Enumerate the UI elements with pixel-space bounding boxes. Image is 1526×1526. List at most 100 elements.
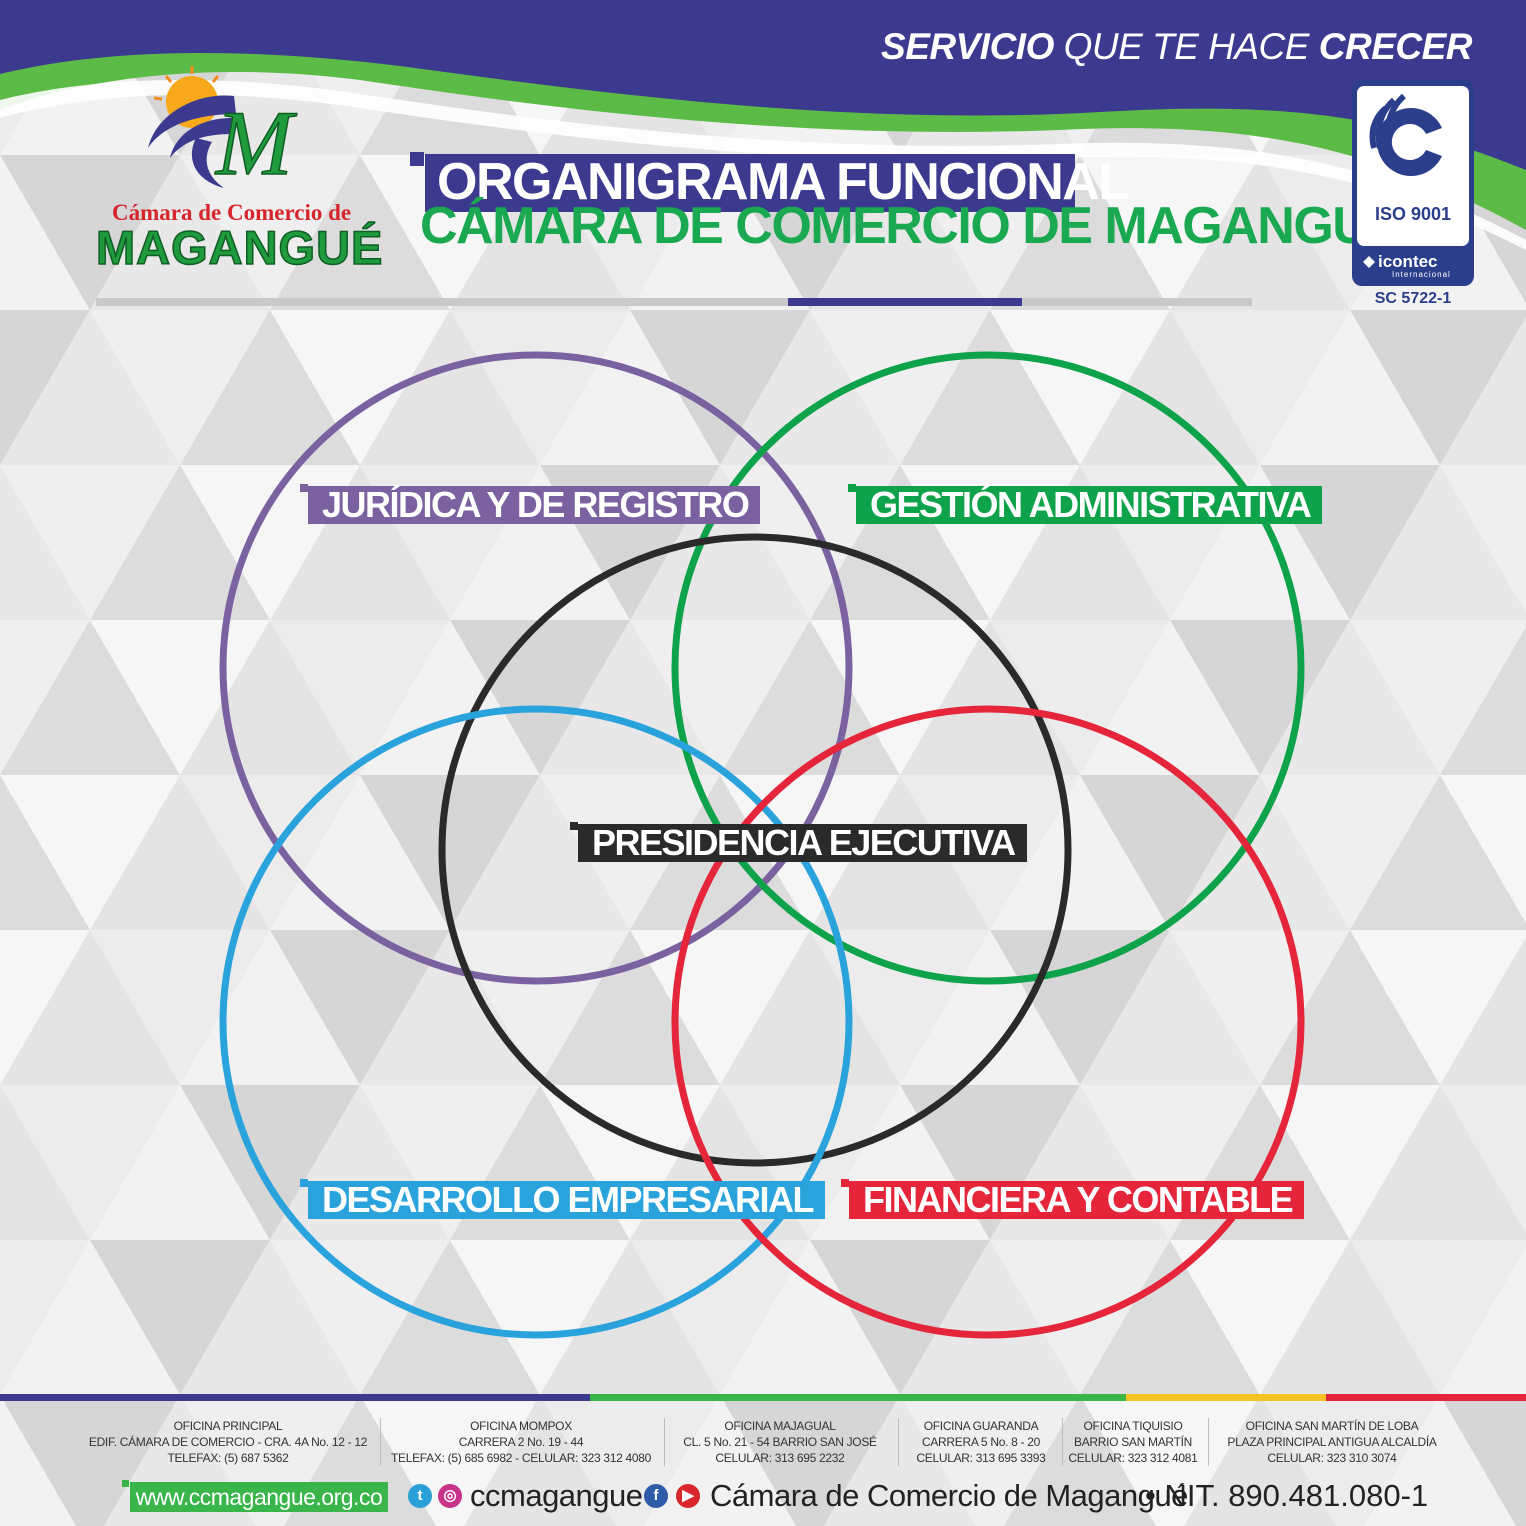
background-triangle xyxy=(270,1240,450,1395)
office-phone: CELULAR: 323 310 3074 xyxy=(1267,1451,1397,1465)
office-name: OFICINA SAN MARTÍN DE LOBA xyxy=(1245,1419,1419,1433)
background-triangle xyxy=(900,620,1080,775)
background-triangle xyxy=(810,465,990,620)
office-san-martin-de-loba: OFICINA SAN MARTÍN DE LOBA PLAZA PRINCIP… xyxy=(1216,1418,1448,1466)
background-triangle xyxy=(1080,1240,1260,1395)
background-triangle xyxy=(90,465,270,620)
footer-bar-navy xyxy=(0,1394,590,1401)
background-triangle xyxy=(1080,775,1260,930)
background-triangle xyxy=(1350,1240,1526,1395)
background-triangle xyxy=(90,775,270,930)
background-triangle xyxy=(630,930,810,1085)
background-triangle xyxy=(720,1085,900,1240)
background-triangle xyxy=(180,1395,360,1526)
instagram-icon[interactable]: ◎ xyxy=(438,1484,462,1508)
background-triangle xyxy=(0,310,180,465)
node-gestion: GESTIÓN ADMINISTRATIVA xyxy=(856,486,1323,524)
background-triangle xyxy=(1183,1395,1337,1526)
facebook-icon[interactable]: f xyxy=(644,1484,668,1508)
office-name: OFICINA PRINCIPAL xyxy=(173,1419,283,1433)
background-triangle xyxy=(180,0,360,155)
footer-bar-yellow xyxy=(1126,1394,1326,1401)
circle-gestion xyxy=(671,351,1305,985)
logo-text-camara: Cámara de Comercio de xyxy=(112,200,352,225)
background-triangle xyxy=(1080,930,1260,1085)
footer-bar-red xyxy=(1326,1394,1526,1401)
background-triangle xyxy=(180,1085,360,1240)
website-link[interactable]: www.ccmagangue.org.co xyxy=(130,1482,388,1512)
office-address: CARRERA 2 No. 19 - 44 xyxy=(458,1435,584,1449)
icontec-logo-icon xyxy=(1369,93,1442,176)
title-notch xyxy=(410,152,424,166)
background-triangle xyxy=(810,1240,990,1395)
background-triangle xyxy=(90,310,270,465)
background-triangle xyxy=(990,930,1170,1085)
background-triangle xyxy=(630,310,810,465)
background-triangle xyxy=(1440,775,1526,924)
background-triangle xyxy=(1080,155,1260,310)
background-triangle xyxy=(720,930,900,1085)
background-triangle xyxy=(1260,1240,1440,1395)
background-triangle xyxy=(1350,930,1526,1085)
background-triangle xyxy=(1350,465,1526,620)
background-triangle xyxy=(1080,620,1260,775)
logo-text-magangue: MAGANGUÉ xyxy=(95,220,384,275)
background-triangle xyxy=(1350,1085,1526,1240)
background-triangle xyxy=(1440,1395,1526,1526)
background-triangle xyxy=(90,155,270,310)
background-triangle xyxy=(1170,310,1350,465)
background-triangle xyxy=(270,620,450,775)
office-name: OFICINA MOMPOX xyxy=(470,1419,572,1433)
background-triangle xyxy=(180,620,360,775)
office-majagual: OFICINA MAJAGUAL CL. 5 No. 21 - 54 BARRI… xyxy=(672,1418,888,1466)
background-triangle xyxy=(360,1395,540,1526)
twitter-icon[interactable]: t xyxy=(408,1484,432,1508)
background-triangle xyxy=(1170,775,1350,930)
background-triangle xyxy=(810,155,990,310)
youtube-icon[interactable]: ▶ xyxy=(676,1484,700,1508)
background-triangle xyxy=(270,465,450,620)
circle-financiera xyxy=(671,705,1305,1339)
background-triangle xyxy=(1080,1085,1260,1240)
label-notch-gestion xyxy=(848,484,856,492)
background-triangle xyxy=(270,310,450,465)
social-handle[interactable]: ccmagangue xyxy=(470,1478,643,1513)
background-triangle xyxy=(270,155,450,310)
background-triangle xyxy=(180,155,360,310)
organization-name: Cámara de Comercio de Magangué xyxy=(710,1478,1188,1513)
background-triangle xyxy=(900,1085,1080,1240)
background-triangle xyxy=(630,155,810,310)
background-triangle xyxy=(0,620,180,775)
background-triangle xyxy=(450,930,630,1085)
icontec-mark-icon xyxy=(1363,256,1375,268)
website-notch xyxy=(122,1480,129,1487)
tax-id: • NIT. 890.481.080-1 xyxy=(1145,1478,1429,1513)
background-triangle xyxy=(1440,626,1526,775)
node-presidencia: PRESIDENCIA EJECUTIVA xyxy=(578,824,1027,862)
background-triangle xyxy=(1440,316,1526,465)
certifier-sub: Internacional xyxy=(1392,270,1451,279)
background-triangle xyxy=(900,310,1080,465)
background-triangle xyxy=(990,310,1170,465)
background-triangle xyxy=(810,310,990,465)
background-triangle xyxy=(630,1240,810,1395)
background-triangle xyxy=(1350,775,1526,930)
background-triangle xyxy=(450,775,630,930)
background-triangle xyxy=(360,930,540,1085)
certifier-name: icontec xyxy=(1378,252,1438,271)
page-title: ORGANIGRAMA FUNCIONAL xyxy=(437,153,1130,211)
office-separator xyxy=(664,1418,665,1466)
background-triangle xyxy=(900,930,1080,1085)
office-phone: CELULAR: 313 695 3393 xyxy=(916,1451,1046,1465)
background-triangle xyxy=(990,465,1170,620)
background-triangle xyxy=(0,1240,180,1395)
background-triangle xyxy=(1260,1395,1440,1526)
background-triangle xyxy=(90,1240,270,1395)
title-box xyxy=(425,154,1075,212)
svg-text:M: M xyxy=(214,92,297,194)
office-name: OFICINA MAJAGUAL xyxy=(724,1419,836,1433)
background-triangle xyxy=(720,310,900,465)
circle-juridica xyxy=(219,351,853,985)
label-notch-desarrollo xyxy=(300,1179,308,1187)
